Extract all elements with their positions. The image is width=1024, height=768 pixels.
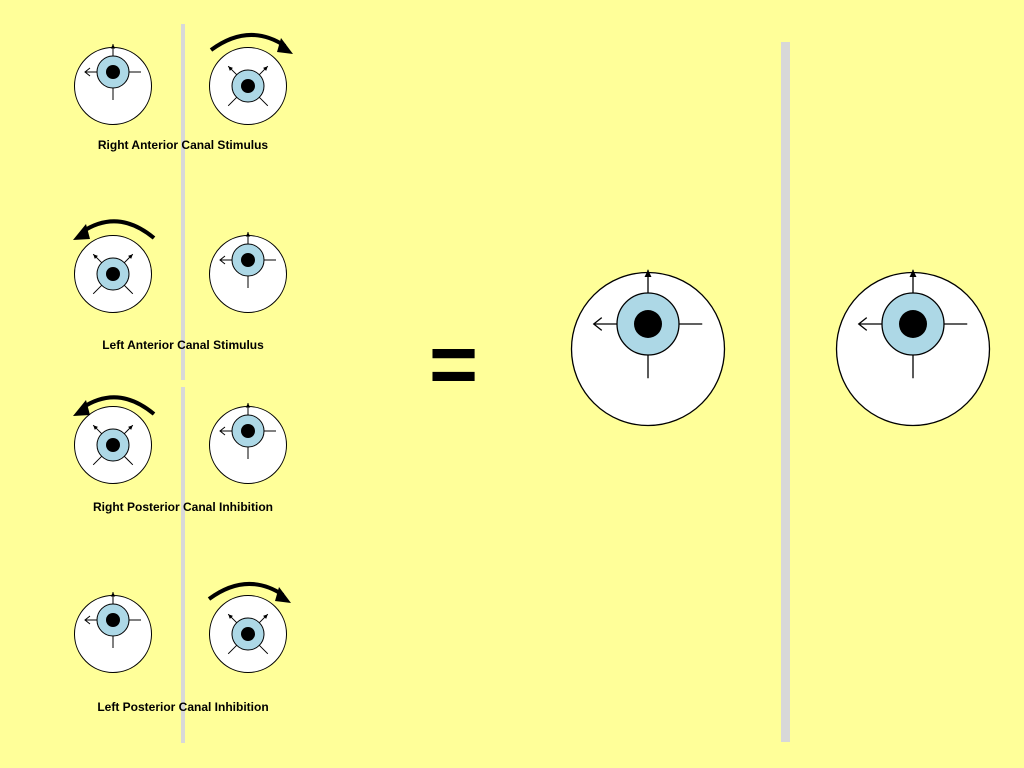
eye-left-posterior-left — [74, 592, 152, 673]
eye-right-anterior-left — [74, 44, 152, 125]
eye-right-posterior-right — [209, 403, 287, 484]
eye-right-anterior-right — [209, 47, 287, 125]
right-divider — [781, 42, 790, 742]
label-right-posterior: Right Posterior Canal Inhibition — [93, 500, 273, 514]
rotation-arrow-clockwise-1 — [209, 33, 293, 54]
label-left-posterior: Left Posterior Canal Inhibition — [97, 700, 269, 714]
eye-left-anterior-left — [74, 235, 152, 313]
rotation-arrow-clockwise-2 — [207, 582, 291, 603]
rotation-arrow-counterclockwise-1 — [73, 219, 156, 240]
equals-sign: = — [429, 317, 479, 411]
rotation-arrow-counterclockwise-2 — [73, 395, 156, 416]
left-divider-lower — [181, 387, 185, 743]
eye-left-anterior-right — [209, 232, 287, 313]
eye-result-large-right — [835, 269, 991, 427]
label-right-anterior: Right Anterior Canal Stimulus — [97, 138, 269, 152]
left-divider-upper — [181, 24, 185, 380]
eye-result-large — [570, 269, 726, 427]
eye-right-posterior-left — [74, 406, 152, 484]
eye-left-posterior-right — [209, 595, 287, 673]
label-left-anterior: Left Anterior Canal Stimulus — [102, 338, 264, 352]
